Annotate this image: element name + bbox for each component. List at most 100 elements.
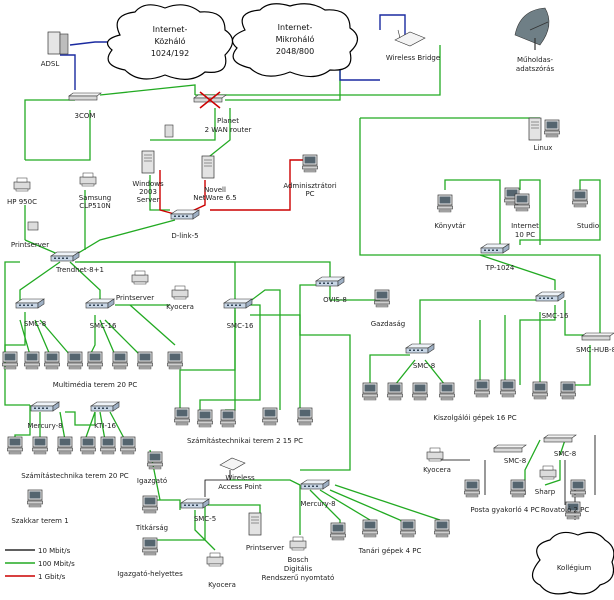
planet-line2: 2 WAN router — [205, 126, 252, 134]
adsl-label: ADSL — [41, 60, 60, 68]
szamitastechnikai2-label: Számítástechnikai terem 2 15 PC — [187, 437, 303, 445]
win-line2: 2003 — [139, 188, 157, 196]
bosch-line1: Bosch — [287, 556, 308, 564]
kyocera-a: Kyocera — [166, 285, 194, 311]
switch-3com: 3COM — [68, 92, 102, 120]
samsung-printer: Samsung CLP510N — [79, 172, 112, 210]
hp-printer: HP 950C — [7, 177, 37, 206]
legend-label-100mbit: 100 Mbit/s — [38, 560, 75, 568]
printserver-b: Printserver — [116, 270, 154, 302]
tanari-pcs: Tanári gépek 4 PC — [330, 519, 450, 555]
mercury8-b-label: Mercury-8 — [300, 500, 335, 508]
samsung-line2: CLP510N — [79, 202, 111, 210]
legend: 10 Mbit/s 100 Mbit/s 1 Gbit/s — [5, 547, 75, 581]
switch-tp1024: TP-1024 — [480, 243, 515, 272]
smc5-label: SMC-5 — [194, 515, 216, 523]
bosch-line3: Rendszerű nyomtató — [262, 573, 335, 582]
smc8-c-label: SMC-8 — [504, 457, 526, 465]
cloud-kollegium: Kollégium — [531, 531, 614, 595]
wap-line2: Access Point — [218, 483, 262, 491]
switch-mercury8-b: Mercury-8 — [300, 479, 336, 508]
smc8-a-label: SMC-8 — [24, 320, 46, 328]
switch-smc5: SMC-5 — [180, 498, 216, 523]
legend-label-1gbit: 1 Gbit/s — [38, 573, 66, 581]
titkarsag-pc: Titkárság — [135, 495, 168, 532]
adsl-modem: ADSL — [41, 31, 69, 68]
printserver-a: Printserver — [11, 221, 49, 249]
hp-label: HP 950C — [7, 198, 37, 206]
kyocera-a-label: Kyocera — [166, 303, 194, 311]
szamitastechnikai2-pcs: Számítástechnikai terem 2 15 PC — [174, 407, 313, 445]
sharp-label: Sharp — [535, 488, 556, 496]
internet10-line1: Internet — [511, 222, 539, 230]
smchub8-label: SMC-HUB-8 — [576, 346, 614, 354]
kyocera-b-label: Kyocera — [423, 466, 451, 474]
planet-line1: Planet — [217, 117, 239, 125]
rovatolo-pcs: Rovatoló 2 PC — [541, 479, 590, 520]
smc8-d-label: SMC-8 — [554, 450, 576, 458]
rovatolo-label: Rovatoló 2 PC — [541, 506, 590, 514]
cloud1-line2: Közháló — [154, 36, 185, 46]
kiszolgalo-label: Kiszolgálói gépek 16 PC — [433, 414, 516, 422]
admin-line2: PC — [305, 190, 314, 198]
szakkar-pc: Szakkar terem 1 — [11, 489, 69, 525]
bosch-printer: Bosch Digitális Rendszerű nyomtató — [262, 536, 335, 582]
multimedia-pcs: Multimédia terem 20 PC — [2, 351, 183, 389]
kyocera-c-label: Kyocera — [208, 581, 236, 589]
ovis8-label: OVIS-8 — [323, 296, 347, 304]
ups-icon — [164, 124, 174, 138]
printserver-a-label: Printserver — [11, 241, 49, 249]
hub-smchub8: SMC-HUB-8 — [576, 332, 614, 354]
kiszolgaloi-pcs: Kiszolgálói gépek 16 PC — [362, 379, 576, 422]
smc16-mid-label: SMC-16 — [227, 322, 254, 330]
samsung-line1: Samsung — [79, 194, 112, 202]
cloud2-line1: Internet- — [278, 23, 313, 32]
gazdasag-label: Gazdaság — [371, 320, 406, 328]
studio-label: Studio — [577, 222, 599, 230]
wap-line1: Wireless — [225, 474, 255, 482]
switch-trendnet: Trendnet-8+1 — [50, 251, 104, 274]
posta-pcs: Posta gyakorló 4 PC — [464, 479, 540, 514]
szakkar-label: Szakkar terem 1 — [11, 517, 68, 525]
multimedia-label: Multimédia terem 20 PC — [53, 381, 138, 389]
wireless-access-point: Wireless Access Point — [218, 457, 262, 491]
switch-smc8-a: SMC-8 — [15, 298, 46, 328]
sat-line2: adatszórás — [516, 65, 555, 73]
switch-smc8-c: SMC-8 — [493, 444, 527, 465]
cloud3-label: Kollégium — [557, 564, 592, 572]
printserver-b-label: Printserver — [116, 294, 154, 302]
konyvtar-label: Könyvtár — [434, 222, 465, 230]
switch-smc16-mid: SMC-16 — [223, 298, 254, 330]
trendnet-label: Trendnet-8+1 — [55, 266, 104, 274]
cloud2-line3: 2048/800 — [276, 47, 314, 56]
cloud1-line3: 1024/192 — [151, 49, 189, 58]
printserver-c: Printserver — [246, 512, 284, 552]
kti16-label: KTI-16 — [94, 422, 116, 430]
posta-label: Posta gyakorló 4 PC — [470, 506, 539, 514]
linux-label: Linux — [534, 144, 553, 152]
dlink5-label: D-link-5 — [171, 232, 198, 240]
printserver-c-label: Printserver — [246, 544, 284, 552]
windows-2003-server: Windows 2003 Server — [132, 150, 164, 204]
kyocera-c: Kyocera — [206, 552, 236, 589]
igazgato-pc: Igazgató — [137, 451, 167, 485]
switch-smc16-a: SMC-16 — [85, 298, 117, 330]
szamitastechnika-label: Számítástechnika terem 20 PC — [21, 472, 128, 480]
szamitastechnika-pcs: Számítástechnika terem 20 PC — [7, 436, 136, 480]
admin-pc: Adminisztrátori PC — [283, 154, 337, 198]
win-line1: Windows — [132, 180, 164, 188]
kyocera-b: Kyocera — [423, 447, 451, 474]
switch-smc8-d: SMC-8 — [543, 434, 577, 458]
switch-kti16: KTI-16 — [90, 401, 120, 430]
konyvtar-pc: Könyvtár — [434, 194, 466, 230]
internet10-line2: 10 PC — [515, 231, 535, 239]
novell-server: Novell NetWare 6.5 — [193, 155, 237, 202]
com3-label: 3COM — [75, 112, 96, 120]
novell-line1: Novell — [204, 186, 226, 194]
win-line3: Server — [137, 196, 160, 204]
igazgato-helyettes-label: Igazgató-helyettes — [117, 570, 183, 578]
tanari-label: Tanári gépek 4 PC — [358, 547, 422, 555]
wireless-bridge-label: Wireless Bridge — [386, 54, 440, 62]
